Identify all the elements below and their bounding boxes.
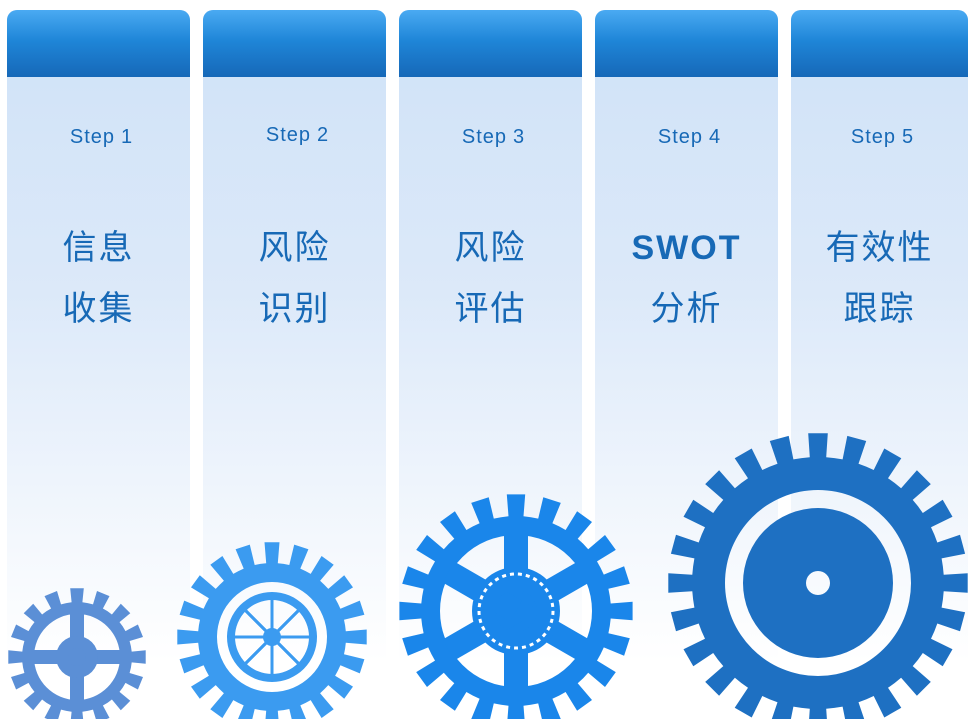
column-header-1 [7,10,190,77]
step-title-2: 风险识别 [258,228,331,329]
column-header-2 [203,10,386,77]
gear-1-spoke-h [29,650,125,664]
column-header-3 [399,10,582,77]
gear-1-icon [8,588,146,719]
gear-2-hub [263,628,281,646]
column-header-5 [791,10,968,77]
gear-1-hub [56,636,98,678]
gear-4-icon [668,433,968,719]
gear-3-dotted-ring [477,572,555,650]
step-title-1: 信息收集 [62,228,135,329]
gear-2-rim [177,542,367,719]
gear-3-icon [399,494,633,719]
gear-4-hub [743,508,893,658]
gear-3-rim [399,494,633,719]
gear-3-hub [472,567,560,655]
gear-2-icon [177,542,367,719]
column-header-4 [595,10,778,77]
step-title-3: 风险评估 [454,228,527,329]
step-title-5: 有效性跟踪 [825,228,934,329]
gear-1-rim [8,588,146,719]
gear-4-rim [668,433,968,719]
